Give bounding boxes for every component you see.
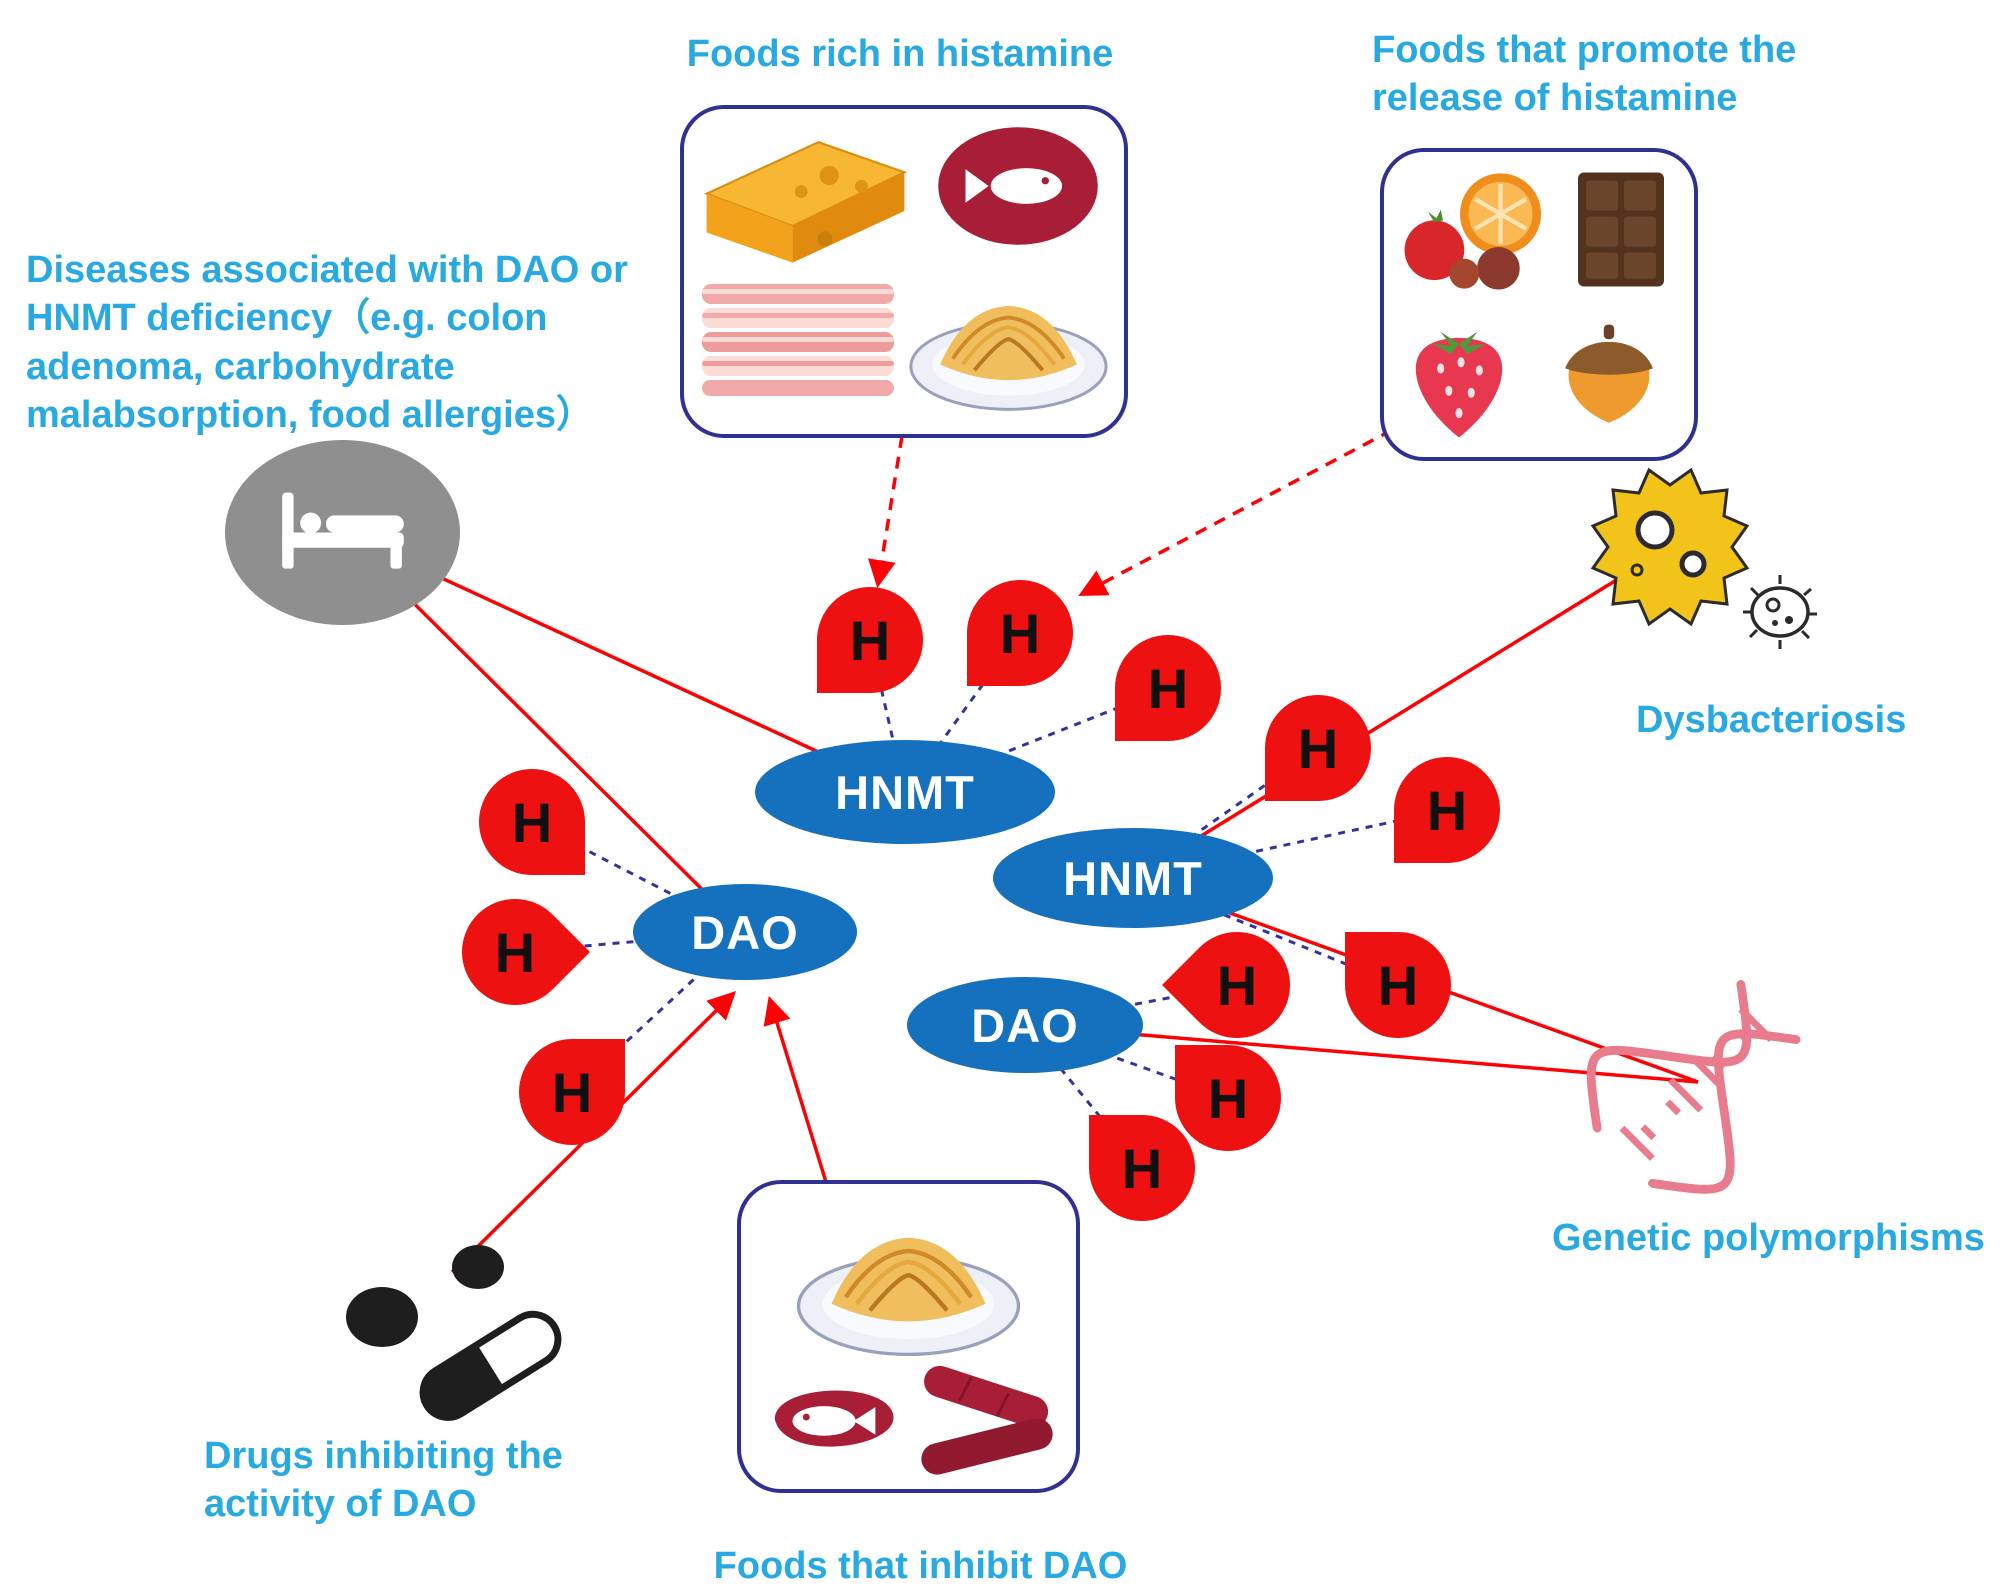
foods-rich-to-histamine-arrow: [867, 435, 904, 589]
histamine-droplet: H: [1175, 1045, 1281, 1151]
round-pill-large: [346, 1287, 418, 1347]
label-foods-promote-line1: Foods that promote the: [1372, 29, 1797, 71]
histamine-droplet-letter: H: [999, 601, 1041, 665]
histamine-droplet-letter: H: [1121, 1136, 1163, 1200]
pills-glyph: [346, 1245, 562, 1421]
fruits-icon: [1404, 173, 1542, 290]
histamine-droplet-letter: H: [1426, 778, 1468, 842]
strawberry-icon: [1415, 331, 1503, 438]
label-foods-promote-line2: release of histamine: [1372, 77, 1738, 120]
bed-glyph: [282, 492, 404, 569]
dao-node-2: DAO: [907, 977, 1143, 1073]
dao-node-1: DAO: [633, 884, 857, 980]
dna-helix-icon: [1551, 936, 1844, 1229]
dna-glyph: [1586, 979, 1801, 1194]
label-drugs-inhibiting: Drugs inhibiting the activity of DAO: [204, 1432, 649, 1529]
foods-promote-box: [1380, 148, 1698, 461]
histamine-droplet-letter: H: [1147, 656, 1189, 720]
label-drugs-line1: Drugs inhibiting the: [204, 1435, 563, 1477]
bacteria-to-hnmt-line: [1132, 545, 1671, 880]
histamine-droplet-shape: [1265, 695, 1371, 801]
pills-icon: [330, 1235, 600, 1435]
histamine-droplet-shape: [1394, 757, 1500, 863]
sausages-icon: [921, 1365, 1053, 1475]
label-dysbacteriosis: Dysbacteriosis: [1636, 699, 1907, 741]
histamine-droplet: H: [440, 877, 590, 1027]
label-drugs-line2: activity of DAO: [204, 1483, 477, 1526]
foods-rich-box: [680, 105, 1128, 438]
histamine-droplet-letter: H: [1207, 1066, 1249, 1130]
histamine-droplet: H: [1345, 932, 1451, 1038]
sauerkraut-dish-icon: [909, 305, 1108, 411]
histamine-droplet: H: [519, 1039, 625, 1145]
bacteria-icon: [1575, 462, 1835, 672]
histamine-droplet: H: [1089, 1115, 1195, 1221]
histamine-droplet-letter: H: [511, 790, 553, 854]
bacon-icon: [702, 284, 894, 396]
foods-promote-to-histamine-arrow: [1078, 428, 1393, 596]
histamine-droplet-letter: H: [1377, 953, 1419, 1017]
cheese-icon: [703, 141, 908, 263]
label-foods-inhibit-dao: Foods that inhibit DAO: [713, 1545, 1128, 1586]
histamine-droplet-shape: [817, 587, 923, 693]
capsule-pill: [419, 1310, 562, 1421]
hospital-bed-icon: [225, 440, 460, 625]
histamine-droplet: H: [1115, 635, 1221, 741]
histamine-droplet: H: [967, 580, 1073, 686]
fish-icon: [938, 127, 1098, 245]
hazelnut-icon: [1565, 324, 1653, 423]
sauerkraut-dish-icon: [796, 1237, 1021, 1357]
foods-inhibit-to-dao-arrow: [763, 995, 828, 1183]
label-genetic-polymorphisms: Genetic polymorphisms: [1552, 1217, 1985, 1259]
chocolate-icon: [1578, 172, 1664, 287]
histamine-droplet: H: [817, 587, 923, 693]
histamine-droplet-shape: [1115, 635, 1221, 741]
label-diseases: Diseases associated with DAO or HNMT def…: [26, 249, 628, 436]
histamine-droplet: H: [1394, 757, 1500, 863]
label-foods-rich-in-histamine: Foods rich in histamine: [686, 33, 1114, 75]
round-pill-small: [452, 1245, 504, 1289]
foods-inhibit-box: [737, 1180, 1080, 1493]
histamine-droplet: H: [479, 769, 585, 875]
histamine-droplet-letter: H: [551, 1060, 593, 1124]
hnmt-node-1: HNMT: [755, 740, 1055, 844]
bacteria-glyph: [1590, 467, 1817, 649]
bacteria-body: [1590, 467, 1750, 627]
histamine-droplet-letter: H: [849, 608, 891, 672]
histamine-droplet-shape: [967, 580, 1073, 686]
fish-blob-icon: [774, 1390, 894, 1447]
label-foods-promote-release: Foods that promote the release of histam…: [1372, 26, 1852, 123]
histamine-droplet-letter: H: [1216, 953, 1258, 1017]
histamine-droplet: H: [1162, 910, 1312, 1060]
histamine-droplet-letter: H: [1297, 716, 1339, 780]
histamine-droplet-letter: H: [494, 920, 536, 984]
hnmt-node-2: HNMT: [993, 828, 1273, 928]
small-bacteria: [1743, 575, 1817, 649]
histamine-droplet: H: [1265, 695, 1371, 801]
